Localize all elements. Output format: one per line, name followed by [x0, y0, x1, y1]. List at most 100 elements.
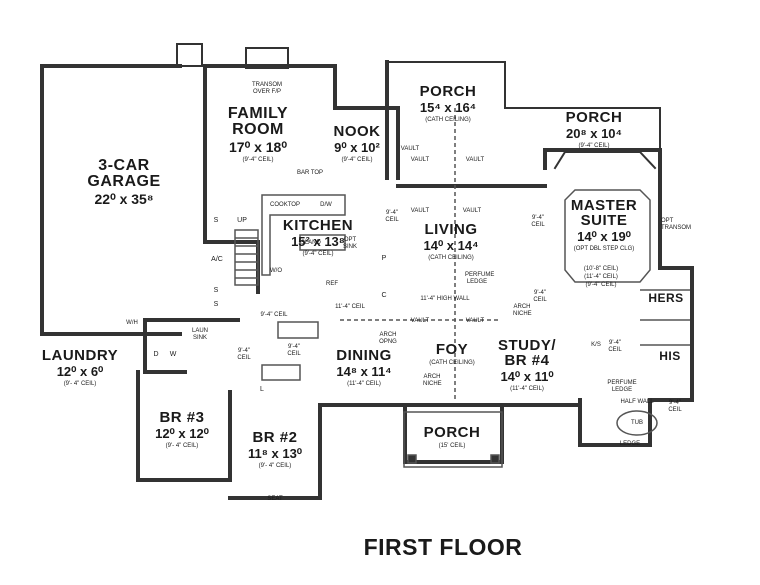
label-his: HIS	[659, 350, 681, 362]
porch-top-ceil: (CATH CEILING)	[425, 117, 471, 123]
label-hers: HERS	[648, 292, 683, 304]
porch-right-dims: 20⁸ x 10⁴	[566, 126, 622, 141]
kitchen-name: KITCHEN	[282, 217, 354, 234]
note-s1: S	[213, 217, 219, 224]
note-perfume-1: PERFUME LEDGE	[465, 272, 495, 285]
family-dims: 17⁰ x 18⁰	[229, 139, 287, 155]
family-ceil: (9'-4" CEIL)	[242, 157, 274, 163]
bath-fixtures	[261, 321, 319, 381]
family-name-2: ROOM	[232, 121, 284, 138]
note-vault-5: VAULT	[410, 157, 430, 163]
note-ceil-114: 11'-4" CEIL	[335, 304, 365, 310]
garage-dims: 22⁰ x 35⁸	[94, 191, 154, 207]
note-vault-6: VAULT	[410, 318, 430, 324]
note-ceil-c: 9'-4" CEIL	[260, 312, 288, 318]
porch-front-ceil: (15' CEIL)	[438, 443, 466, 449]
kitchen-counter	[261, 194, 346, 276]
br3-dims: 12⁰ x 12⁰	[155, 426, 209, 441]
note-s2: S	[213, 287, 219, 294]
room-porch-right: PORCH 20⁸ x 10⁴ (9'-4" CEIL)	[566, 110, 623, 149]
interior-lines	[234, 108, 690, 468]
note-arch-niche-1: ARCH NICHE	[513, 304, 532, 317]
note-arch-niche-2: ARCH NICHE	[423, 374, 442, 387]
kitchen-dims: 15² x 13⁸	[291, 234, 345, 249]
note-vault-4: VAULT	[462, 208, 482, 214]
study-name-1: STUDY/	[497, 337, 557, 354]
note-ceil-d: 9'-4" CEIL	[287, 344, 301, 357]
room-porch-top: PORCH 15⁴ x 16⁴ (CATH CEILING)	[420, 84, 477, 123]
master-dims: 14⁰ x 19⁰	[577, 229, 631, 244]
front-porch-post-right	[490, 454, 500, 464]
closet-lines	[640, 289, 690, 346]
master-name-1: MASTER	[570, 197, 638, 214]
br2-walls	[228, 403, 322, 500]
note-ceil-f: 9'-4" CEIL	[533, 290, 547, 303]
nook-name: NOOK	[333, 123, 381, 140]
note-high-wall: 11'-4" HIGH WALL	[420, 296, 470, 302]
note-transom: TRANSOM OVER F/P	[252, 82, 282, 95]
note-dw: D/W	[320, 202, 332, 208]
note-cooktop: COOKTOP	[270, 202, 300, 208]
room-garage: 3-CAR GARAGE 22⁰ x 35⁸	[87, 158, 160, 207]
kitchen-ceil: (9'-4" CEIL)	[302, 251, 334, 257]
room-nook: NOOK 9⁰ x 10² (9'-4" CEIL)	[334, 124, 381, 163]
room-kitchen: KITCHEN 15² x 13⁸ (9'-4" CEIL)	[283, 218, 353, 257]
foy-ceil: (CATH CEILING)	[429, 360, 475, 366]
note-bar-top: BAR TOP	[296, 170, 324, 176]
note-c: C	[381, 292, 387, 299]
garage-entry-box	[176, 43, 203, 67]
study-ceil: (11'-4" CEIL)	[510, 386, 544, 392]
nook-ceil: (9'-4" CEIL)	[341, 157, 373, 163]
note-tub: TUB	[631, 420, 643, 426]
dining-name: DINING	[336, 347, 392, 364]
fireplace-box	[245, 47, 289, 69]
his-text: HIS	[659, 349, 681, 363]
note-half-wall: HALF WALL	[620, 399, 654, 405]
hers-text: HERS	[648, 291, 684, 305]
note-wo: W/O	[270, 268, 282, 274]
room-laundry: LAUNDRY 12⁰ x 6⁰ (9'- 4" CEIL)	[42, 348, 118, 387]
note-vault-7: VAULT	[465, 318, 485, 324]
note-ac: A/C	[211, 256, 223, 263]
note-l: L	[260, 386, 264, 393]
note-ceil-g: 9'-4" CEIL	[608, 340, 622, 353]
porch-top-dims: 15⁴ x 16⁴	[419, 100, 477, 115]
family-room-walls	[203, 64, 400, 180]
dining-dims: 14⁸ x 11⁴	[336, 364, 392, 379]
note-ledge: LEDGE	[619, 441, 641, 447]
note-wh: W/H	[126, 320, 138, 326]
note-vault-1: VAULT	[400, 146, 420, 152]
front-porch-outline	[403, 411, 503, 468]
note-w: W	[169, 351, 177, 358]
room-living: LIVING 14⁰ x 14⁴ (CATH CEILING)	[423, 222, 478, 261]
family-name-1: FAMILY	[227, 105, 289, 122]
master-tray	[564, 189, 651, 283]
front-porch-post-left	[407, 454, 417, 464]
note-s3: S	[213, 301, 219, 308]
note-ks: K/S	[591, 342, 601, 348]
note-laun-sink: LAUN SINK	[191, 328, 208, 341]
note-ceil-h: 9'-4" CEIL	[668, 400, 682, 413]
nook-dims: 9⁰ x 10²	[334, 140, 380, 155]
note-vault-2: VAULT	[465, 157, 485, 163]
porch-top-outline	[386, 61, 506, 109]
porch-front-name: PORCH	[423, 424, 481, 441]
note-ceil-11: (11'-4" CEIL)	[584, 274, 618, 280]
foy-name: FOY	[435, 341, 469, 358]
stairs	[234, 229, 259, 286]
note-ceil-b: 9'-4" CEIL	[531, 215, 545, 228]
dining-ceil: (11'-4" CEIL)	[347, 381, 381, 387]
note-ceil-e: 9'-4" CEIL	[237, 348, 251, 361]
room-br3: BR #3 12⁰ x 12⁰ (9'- 4" CEIL)	[155, 410, 209, 449]
note-island: ISLAND	[299, 240, 321, 246]
br3-ceil: (9'- 4" CEIL)	[165, 443, 199, 449]
note-ceil-10: (10'-8" CEIL)	[583, 266, 619, 272]
note-up: UP	[237, 217, 247, 224]
room-porch-front: PORCH (15' CEIL)	[424, 425, 481, 449]
master-name-2: SUITE	[580, 212, 628, 229]
note-ref: REF	[326, 281, 338, 287]
master-bay	[553, 151, 657, 170]
porch-top-name: PORCH	[419, 83, 477, 100]
note-vault-3: VAULT	[410, 208, 430, 214]
